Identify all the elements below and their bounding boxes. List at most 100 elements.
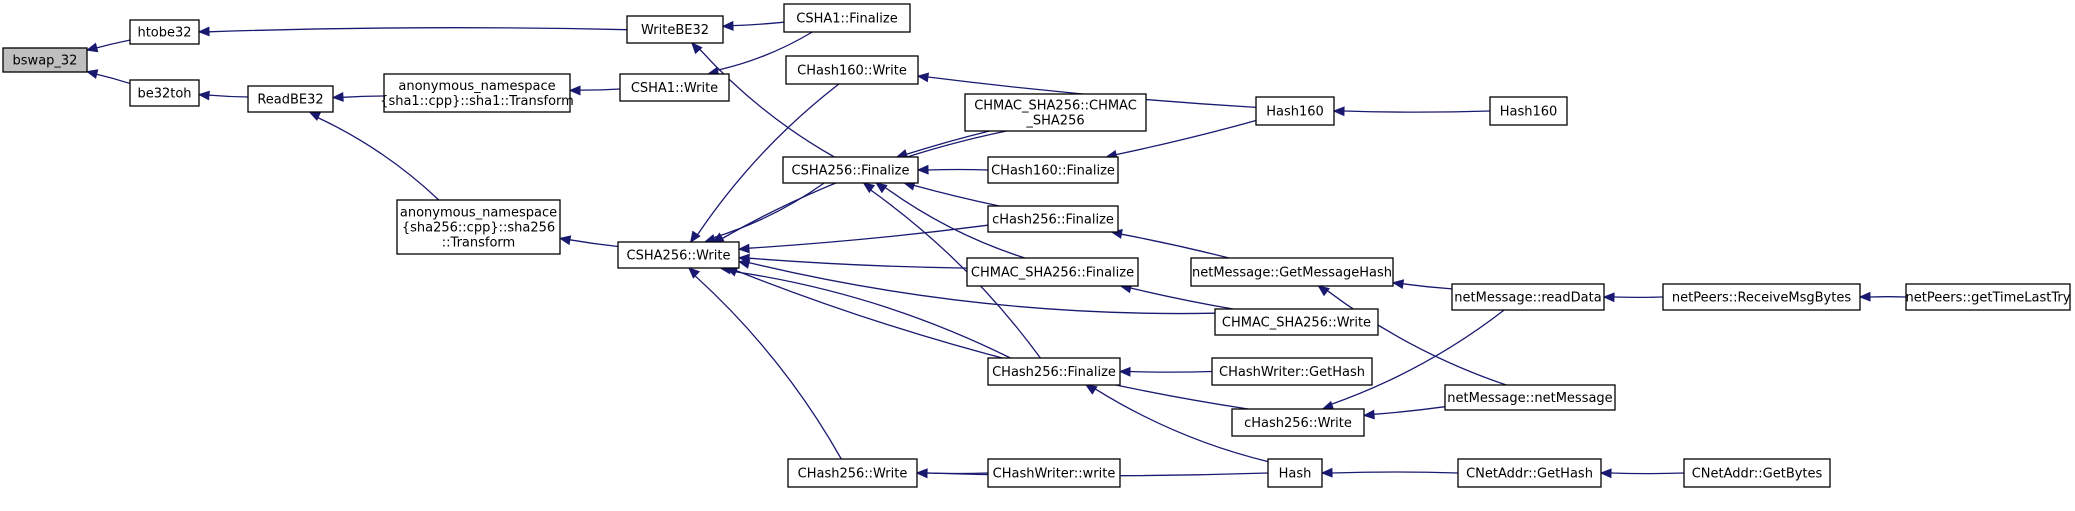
- edge-chash256finalc-to-csha256final: [902, 181, 1000, 207]
- node-label: _SHA256: [1025, 114, 1084, 129]
- node-chash256writec[interactable]: cHash256::Write: [1231, 408, 1365, 437]
- edge-line: [342, 95, 385, 98]
- edge-netpeersgettime-to-netpeersrecv: [1858, 291, 1907, 302]
- node-hash160a[interactable]: Hash160: [1255, 96, 1335, 126]
- edge-htobe32-to-bswap32: [85, 39, 131, 53]
- edge-line: [579, 88, 621, 91]
- edge-netpeersrecv-to-netmsgreaddata: [1602, 292, 1664, 303]
- arrowhead-icon: [1317, 285, 1330, 297]
- edge-sha1transform-to-readbe32: [331, 92, 385, 102]
- edge-line: [732, 21, 785, 27]
- node-box: [1267, 458, 1323, 488]
- node-chash160final[interactable]: CHash160::Finalize: [987, 156, 1119, 184]
- node-box: [617, 241, 740, 269]
- node-box: [1231, 408, 1365, 437]
- arrowhead-icon: [875, 182, 888, 194]
- node-hash[interactable]: Hash: [1267, 458, 1323, 488]
- node-box: [1190, 257, 1394, 287]
- node-chmacwrite[interactable]: CHMAC_SHA256::Write: [1214, 308, 1379, 336]
- node-netmsgreaddata[interactable]: netMessage::readData: [1451, 283, 1605, 311]
- edge-chash256write-to-csha256write: [687, 267, 842, 460]
- node-label: anonymous_namespace: [398, 79, 555, 94]
- node-netpeersrecv[interactable]: netPeers::ReceiveMsgBytes: [1662, 283, 1861, 311]
- edge-cnetaddrgetbytes-to-cnetaddrgethash: [1599, 468, 1685, 479]
- arrowhead-icon: [915, 468, 928, 479]
- arrowhead-icon: [737, 259, 751, 269]
- node-chashwritergethash[interactable]: CHashWriter::GetHash: [1211, 357, 1373, 386]
- node-label: CSHA1::Finalize: [796, 12, 897, 27]
- node-csha1final[interactable]: CSHA1::Finalize: [783, 3, 911, 33]
- node-csha1write[interactable]: CSHA1::Write: [619, 73, 730, 102]
- node-box: [1255, 96, 1335, 126]
- node-label: CSHA256::Write: [627, 249, 731, 264]
- node-label: netMessage::netMessage: [1447, 391, 1612, 406]
- node-bswap32[interactable]: bswap_32: [2, 47, 88, 73]
- node-netpeersgettime[interactable]: netPeers::getTimeLastTry: [1905, 283, 2071, 311]
- arrowhead-icon: [691, 42, 703, 55]
- node-box: [987, 205, 1119, 233]
- node-cnetaddrgethash[interactable]: CNetAddr::GetHash: [1457, 458, 1602, 488]
- arrowhead-icon: [197, 26, 210, 37]
- arrowhead-icon: [1332, 106, 1345, 117]
- node-box: [783, 3, 911, 33]
- edge-line: [927, 168, 989, 171]
- node-cnetaddrgetbytes[interactable]: CNetAddr::GetBytes: [1683, 458, 1831, 488]
- node-chash256final[interactable]: CHash256::Finalize: [987, 357, 1121, 386]
- node-chashwriterwrite[interactable]: CHashWriter::write: [987, 458, 1121, 488]
- node-sha1transform[interactable]: anonymous_namespace{sha1::cpp}::sha1::Tr…: [380, 73, 574, 113]
- node-netmsggethash[interactable]: netMessage::GetMessageHash: [1190, 257, 1394, 287]
- node-box: [787, 458, 918, 488]
- node-csha256write[interactable]: CSHA256::Write: [617, 241, 740, 269]
- edge-line: [317, 117, 440, 201]
- edge-readbe32-to-be32toh: [197, 90, 249, 101]
- node-netmsgctor[interactable]: netMessage::netMessage: [1444, 384, 1616, 411]
- edge-line: [96, 39, 131, 49]
- node-box: [1905, 283, 2071, 311]
- node-label: netMessage::readData: [1454, 291, 1601, 306]
- node-hash160b[interactable]: Hash160: [1489, 96, 1568, 126]
- node-label: CHashWriter::write: [993, 467, 1116, 482]
- arrowhead-icon: [1362, 409, 1375, 420]
- edge-chash256writec-to-csha256write: [725, 267, 1249, 410]
- node-chash256write[interactable]: CHash256::Write: [787, 458, 918, 488]
- edge-chash160final-to-csha256final: [916, 164, 989, 175]
- edge-chmacctor-to-csha256write: [711, 130, 1007, 243]
- node-writebe32[interactable]: WriteBE32: [626, 15, 724, 44]
- edge-chash256finalc-to-csha256write: [737, 224, 989, 254]
- node-label: anonymous_namespace: [400, 206, 557, 221]
- node-readbe32[interactable]: ReadBE32: [247, 85, 334, 113]
- edge-csha256write-to-sha256transform: [558, 235, 619, 248]
- node-htobe32[interactable]: htobe32: [129, 19, 200, 45]
- edge-chmacctor-to-csha256final: [895, 130, 990, 159]
- node-box: [396, 199, 561, 255]
- node-label: CHash256::Write: [798, 467, 908, 482]
- edge-line: [713, 182, 825, 239]
- edge-line: [913, 184, 1000, 207]
- node-chash256finalc[interactable]: cHash256::Finalize: [987, 205, 1119, 233]
- node-be32toh[interactable]: be32toh: [129, 79, 200, 107]
- node-csha256final[interactable]: CSHA256::Finalize: [782, 156, 919, 184]
- arrowhead-icon: [331, 92, 344, 102]
- edge-line: [1094, 388, 1269, 463]
- node-box: [987, 357, 1121, 386]
- node-sha256transform[interactable]: anonymous_namespace{sha256::cpp}::sha256…: [396, 199, 561, 255]
- arrowhead-icon: [197, 90, 210, 101]
- edge-cnetaddrgethash-to-hash: [1320, 467, 1459, 478]
- node-chmacfinal[interactable]: CHMAC_SHA256::Finalize: [966, 257, 1139, 287]
- edge-line: [1331, 309, 1505, 405]
- edge-line: [96, 73, 131, 85]
- edge-line: [884, 186, 1025, 259]
- nodes-layer: bswap_32 htobe32 be32toh ReadBE32 WriteBE32 a…: [2, 3, 2071, 488]
- node-box: [247, 85, 334, 113]
- edge-line: [1610, 472, 1685, 475]
- node-chash160write[interactable]: CHash160::Write: [785, 55, 919, 85]
- node-label: CSHA1::Write: [631, 81, 718, 96]
- edge-line: [1331, 471, 1459, 474]
- edge-line: [1327, 290, 1507, 386]
- node-chmacctor[interactable]: CHMAC_SHA256::CHMAC_SHA256: [964, 93, 1147, 132]
- edge-line: [208, 27, 628, 33]
- node-box: [129, 19, 200, 45]
- node-label: CHash160::Write: [797, 64, 907, 79]
- arrowhead-icon: [85, 69, 99, 79]
- arrowhead-icon: [1085, 384, 1098, 395]
